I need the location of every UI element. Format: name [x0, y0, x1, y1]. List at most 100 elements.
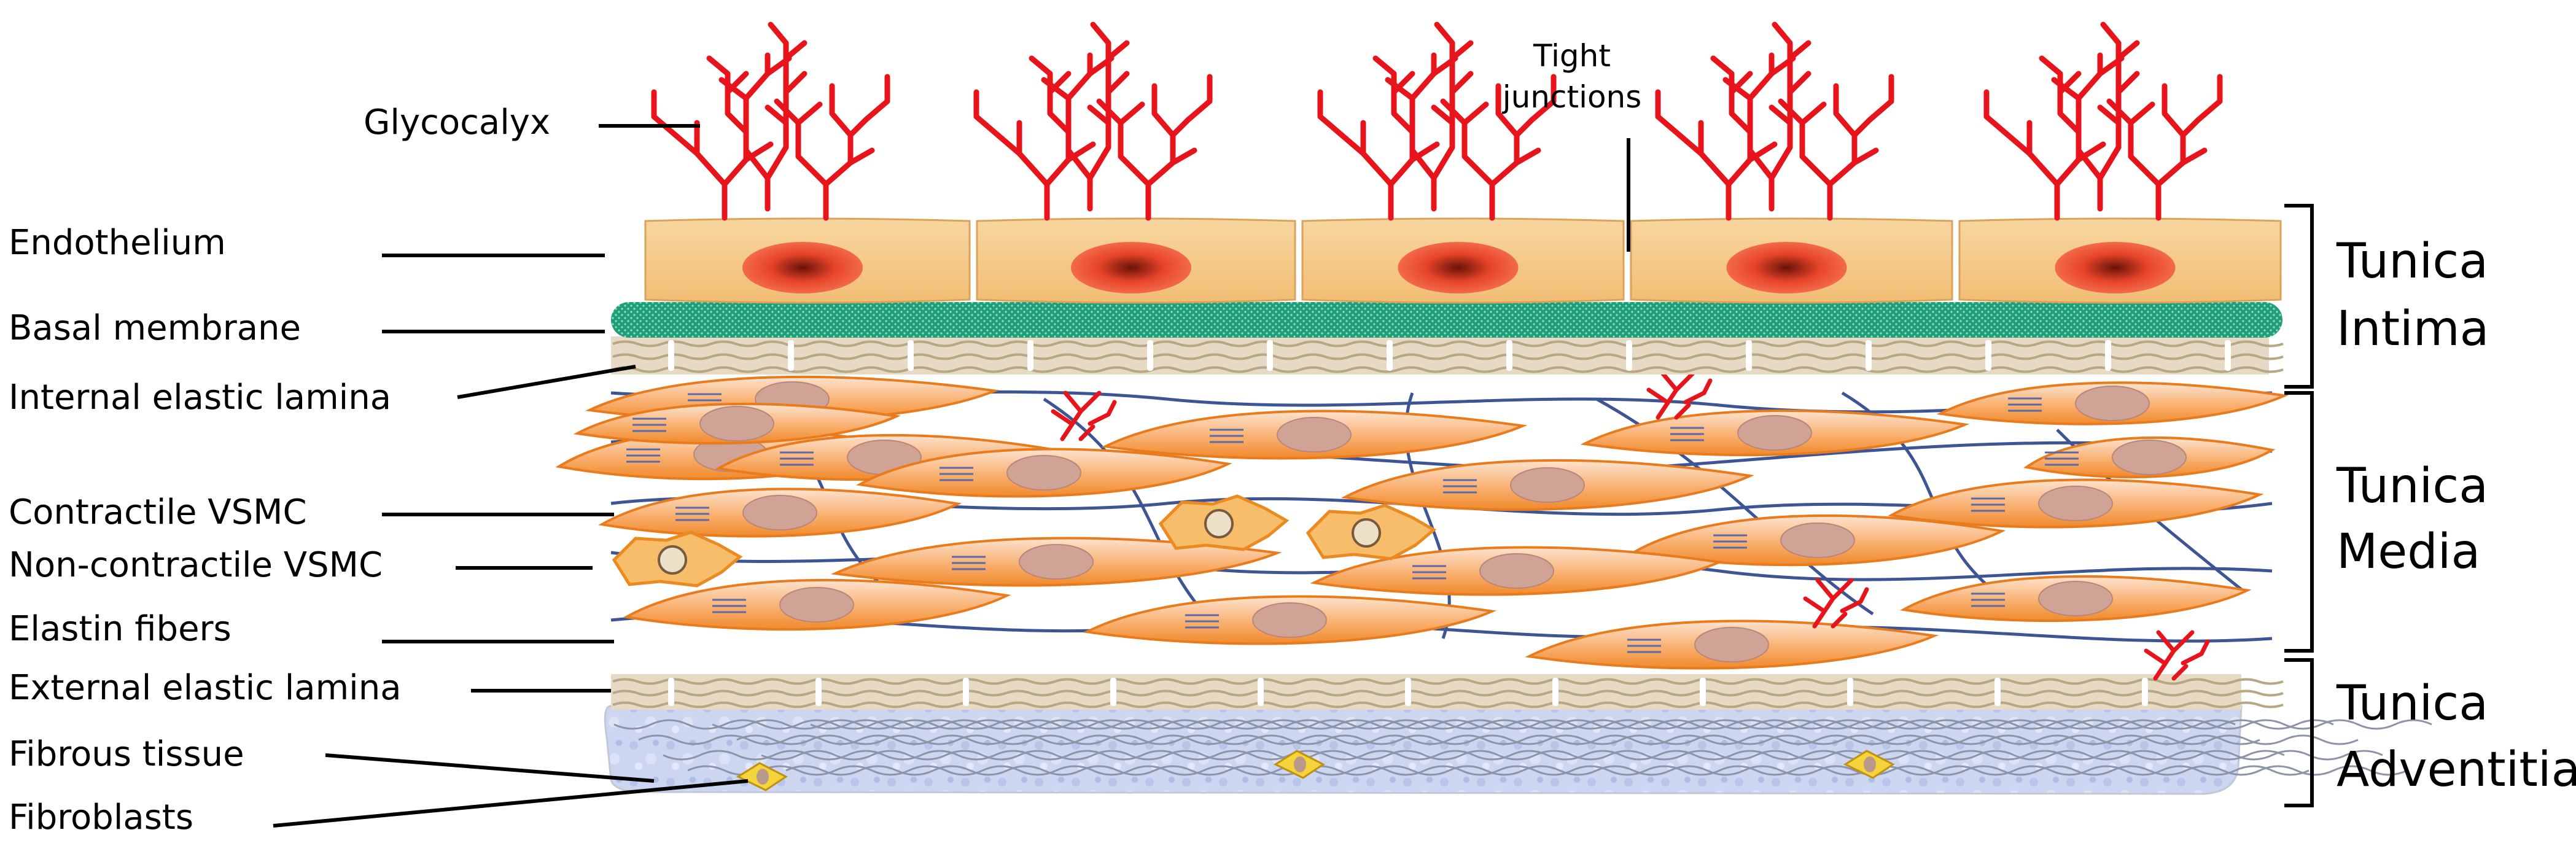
lamina-fenestration [1387, 340, 1393, 371]
vsmc-nucleus [2038, 581, 2113, 616]
fibrous-strand [663, 750, 2285, 761]
contractile-vsmc [573, 402, 901, 445]
fibrous-strand [613, 719, 2236, 730]
non-contractile-vsmc-label: Non-contractile VSMC [9, 545, 383, 585]
tunica-intima-label-line1: Tunica [2336, 234, 2488, 289]
lamina-fenestration [1147, 340, 1153, 371]
vsmc-nucleus [699, 406, 774, 441]
lamina-fenestration [1626, 340, 1632, 371]
glycocalyx-branch [1339, 120, 1440, 221]
contractile-vsmc [623, 578, 1011, 631]
glycocalyx-branch [1655, 55, 1753, 138]
glycocalyx-branch [2100, 21, 2223, 138]
endothelial-nucleus [1726, 242, 1847, 293]
non-contractile-vsmc [612, 530, 743, 588]
contractile-vsmc [830, 537, 1282, 587]
glycocalyx-label: Glycocalyx [364, 103, 550, 142]
lamina-fenestration [2142, 678, 2148, 706]
elastin-fibers-label: Elastin fibers [9, 609, 232, 649]
lamina-fenestration [668, 678, 674, 706]
basal-membrane-label: Basal membrane [9, 308, 301, 348]
tight-junctions-label-line2: junctions [1502, 79, 1642, 115]
glycocalyx-branch [995, 120, 1096, 221]
contractile-vsmc [1341, 459, 1754, 511]
fibroblast-nucleus [757, 769, 769, 785]
internal-elastic-lamina [611, 336, 2284, 375]
contractile-vsmc [1525, 619, 1939, 670]
fibrous-strand [712, 719, 2334, 730]
external-elastic-lamina [611, 674, 2284, 710]
endothelium-label: Endothelium [9, 223, 226, 263]
endothelial-nucleus [2055, 242, 2176, 293]
glycocalyx-branch [1317, 55, 1415, 138]
non-contractile-vsmc-nucleus [658, 545, 687, 575]
fibroblast-nucleus [1294, 756, 1306, 772]
contractile-vsmc-group [555, 375, 2289, 670]
media-bracket [2284, 391, 2314, 653]
fibroblast [736, 762, 788, 791]
lamina-fenestration [1994, 678, 2001, 706]
fibrous-strand [785, 765, 2408, 776]
intima-bracket [2284, 204, 2314, 389]
glycocalyx-branch [1772, 21, 1894, 138]
tunica-media-label-line2: Media [2337, 524, 2480, 580]
lamina-fenestration [2105, 340, 2111, 371]
lamina-fiber [612, 353, 2284, 360]
fibrous-strand [810, 719, 2432, 730]
vsmc-nucleus [2038, 486, 2113, 521]
lamina-fenestration [1267, 340, 1273, 371]
tunica-brackets [2284, 204, 2314, 807]
lamina-fenestration [668, 340, 674, 371]
contractile-vsmc [1936, 381, 2289, 425]
lamina-fenestration [1258, 678, 1264, 706]
glycocalyx-branch [718, 52, 807, 212]
contractile-vsmc [1900, 575, 2252, 623]
glycocalyx-branch [1434, 21, 1557, 138]
lamina-fenestration [1027, 340, 1033, 371]
contractile-vsmc [1887, 478, 2264, 529]
glycocalyx-branch [651, 55, 749, 138]
glycocalyx-tree [1655, 21, 1894, 221]
contractile-vsmc [598, 487, 962, 538]
internal-elastic-lamina-leader [457, 365, 636, 399]
leader-lines [273, 124, 1630, 828]
glycocalyx-branch [1440, 98, 1541, 221]
contractile-vsmc [855, 448, 1232, 498]
glycocalyx-tree [1317, 21, 1557, 221]
fibroblasts-leader [273, 779, 749, 828]
lamina-fenestration [1110, 678, 1116, 706]
fibroblast [1273, 750, 1325, 779]
adventitia-bracket [2284, 658, 2314, 807]
glycocalyx-branch [1385, 52, 1474, 212]
fibrous-tissue-leader [325, 753, 655, 783]
tunica-adventitia-label-line1: Tunica [2336, 676, 2488, 731]
vsmc-nucleus [1510, 467, 1585, 503]
media-glycocalyx-fragment [1646, 369, 1713, 420]
tunica-media-label-line1: Tunica [2336, 459, 2488, 514]
glycocalyx-branch [973, 55, 1072, 138]
glycocalyx-branch [672, 120, 774, 221]
endothelial-nucleus [742, 242, 863, 293]
non-contractile-vsmc [1158, 494, 1290, 551]
fibroblast [1843, 750, 1895, 779]
fibroblast-nucleus [1864, 756, 1876, 772]
vsmc-nucleus [2112, 440, 2187, 475]
vsmc-nucleus [1006, 455, 1081, 491]
fibrous-strand [687, 765, 2309, 776]
lamina-fiber [612, 701, 2284, 708]
contractile-vsmc [1083, 595, 1497, 645]
lamina-fenestration [1985, 340, 1991, 371]
vsmc-nucleus [1019, 544, 1094, 580]
glycocalyx-branch [774, 98, 875, 221]
external-elastic-lamina-label: External elastic lamina [9, 668, 402, 708]
fibroblasts-label: Fibroblasts [9, 798, 193, 837]
lamina-fenestration [908, 340, 914, 371]
vsmc-nucleus [1277, 417, 1352, 452]
endothelium-layer [644, 217, 2282, 304]
fibrous-strand [761, 750, 2383, 761]
endothelial-nucleus [1398, 242, 1519, 293]
vsmc-nucleus [1252, 602, 1327, 638]
vsmc-nucleus [2075, 386, 2150, 421]
glycocalyx-branch [1983, 55, 2082, 138]
